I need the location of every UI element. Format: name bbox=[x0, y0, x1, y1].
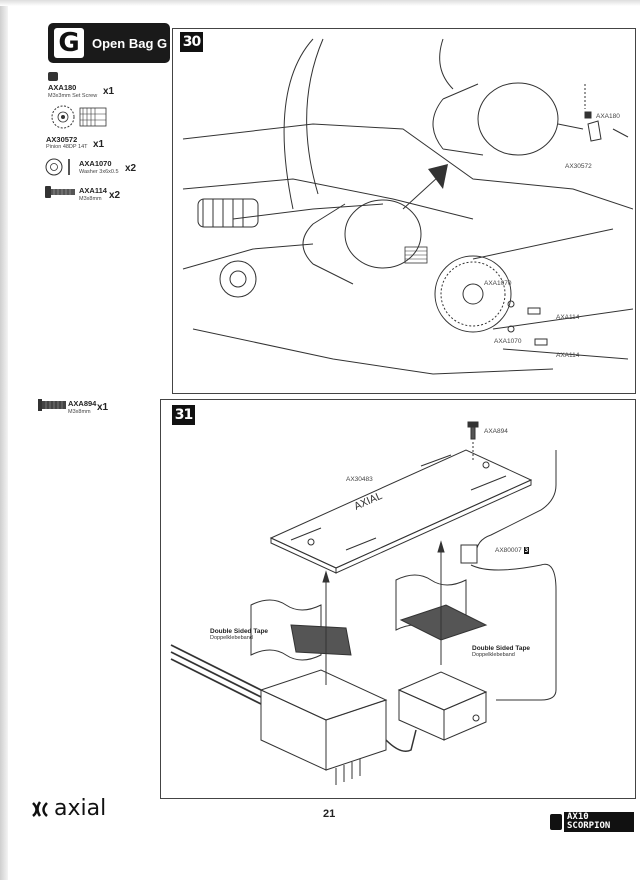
part-qty-axa1070: x2 bbox=[125, 163, 137, 174]
part-qty-axa114: x2 bbox=[109, 190, 121, 201]
step-30-illustration bbox=[182, 38, 633, 375]
tape-label-left: Double Sided Tape Doppelklebeband bbox=[210, 628, 268, 641]
callout-axa1070-a: AXA1070 bbox=[484, 280, 512, 287]
callout-axa114-b: AXA114 bbox=[556, 352, 580, 359]
tape-left-title: Double Sided Tape bbox=[210, 628, 269, 635]
brand-logo: AX10 SCORPION bbox=[550, 812, 634, 832]
axial-logo-icon bbox=[32, 800, 48, 817]
part-qty-axa894: x1 bbox=[97, 402, 109, 413]
callout-ax80007-code: AX80007 bbox=[495, 547, 522, 554]
part-qty-axa180: x1 bbox=[103, 86, 115, 97]
bag-header: G Open Bag G bbox=[48, 23, 170, 63]
part-desc-axa894: M3x8mm bbox=[68, 409, 91, 415]
part-desc-axa114: M3x8mm bbox=[79, 196, 102, 202]
bag-letter: G bbox=[54, 28, 84, 58]
page-number: 21 bbox=[323, 808, 336, 820]
step-30-panel bbox=[172, 28, 636, 394]
callout-ax80007: AX80007 3 bbox=[495, 546, 530, 555]
step-31-panel bbox=[160, 399, 636, 799]
axial-logo-text: axial bbox=[54, 796, 107, 821]
scan-edge bbox=[0, 0, 8, 880]
part-desc-ax30572: Pinion 48DP 14T bbox=[46, 144, 88, 150]
part-desc-axa180: M3x3mm Set Screw bbox=[48, 93, 98, 99]
washer-icon bbox=[45, 158, 70, 176]
step-30-badge: 30 bbox=[180, 32, 203, 52]
part-code-ax30572: AX30572 bbox=[46, 135, 78, 144]
callout-axa180: AXA180 bbox=[596, 113, 620, 120]
callout-axa1070-b: AXA1070 bbox=[494, 338, 522, 345]
flat-screw-icon bbox=[38, 399, 66, 411]
callout-axa114-a: AXA114 bbox=[556, 314, 580, 321]
footer-logo: axial bbox=[30, 796, 106, 821]
part-code-axa1070: AXA1070 bbox=[79, 159, 112, 168]
step-31-badge: 31 bbox=[172, 405, 195, 425]
scorpion-emblem-icon bbox=[550, 814, 562, 830]
tape-right-sub: Doppelklebeband bbox=[472, 652, 515, 658]
callout-ax80007-badge: 3 bbox=[523, 547, 530, 554]
callout-ax30483: AX30483 bbox=[346, 476, 373, 483]
bag-title: Open Bag G bbox=[92, 35, 168, 51]
part-desc-axa1070: Washer 3x6x0.5 bbox=[79, 169, 119, 175]
tape-left-sub: Doppelklebeband bbox=[210, 635, 253, 641]
brand-text: AX10 SCORPION bbox=[564, 812, 634, 832]
screw-icon bbox=[45, 186, 75, 198]
callout-ax30572: AX30572 bbox=[565, 163, 592, 170]
tape-label-right: Double Sided Tape Doppelklebeband bbox=[472, 645, 530, 658]
part-qty-ax30572: x1 bbox=[93, 139, 105, 150]
pinion-gear-icon bbox=[51, 105, 107, 129]
set-screw-icon bbox=[48, 72, 58, 81]
step-31-illustration: AXIAL bbox=[170, 421, 557, 785]
scan-top-edge bbox=[0, 0, 640, 6]
part-code-axa114: AXA114 bbox=[79, 186, 107, 195]
part-code-axa894: AXA894 bbox=[68, 399, 97, 408]
tape-right-title: Double Sided Tape bbox=[472, 645, 531, 652]
part-code-axa180: AXA180 bbox=[48, 83, 77, 92]
callout-axa894: AXA894 bbox=[484, 428, 508, 435]
